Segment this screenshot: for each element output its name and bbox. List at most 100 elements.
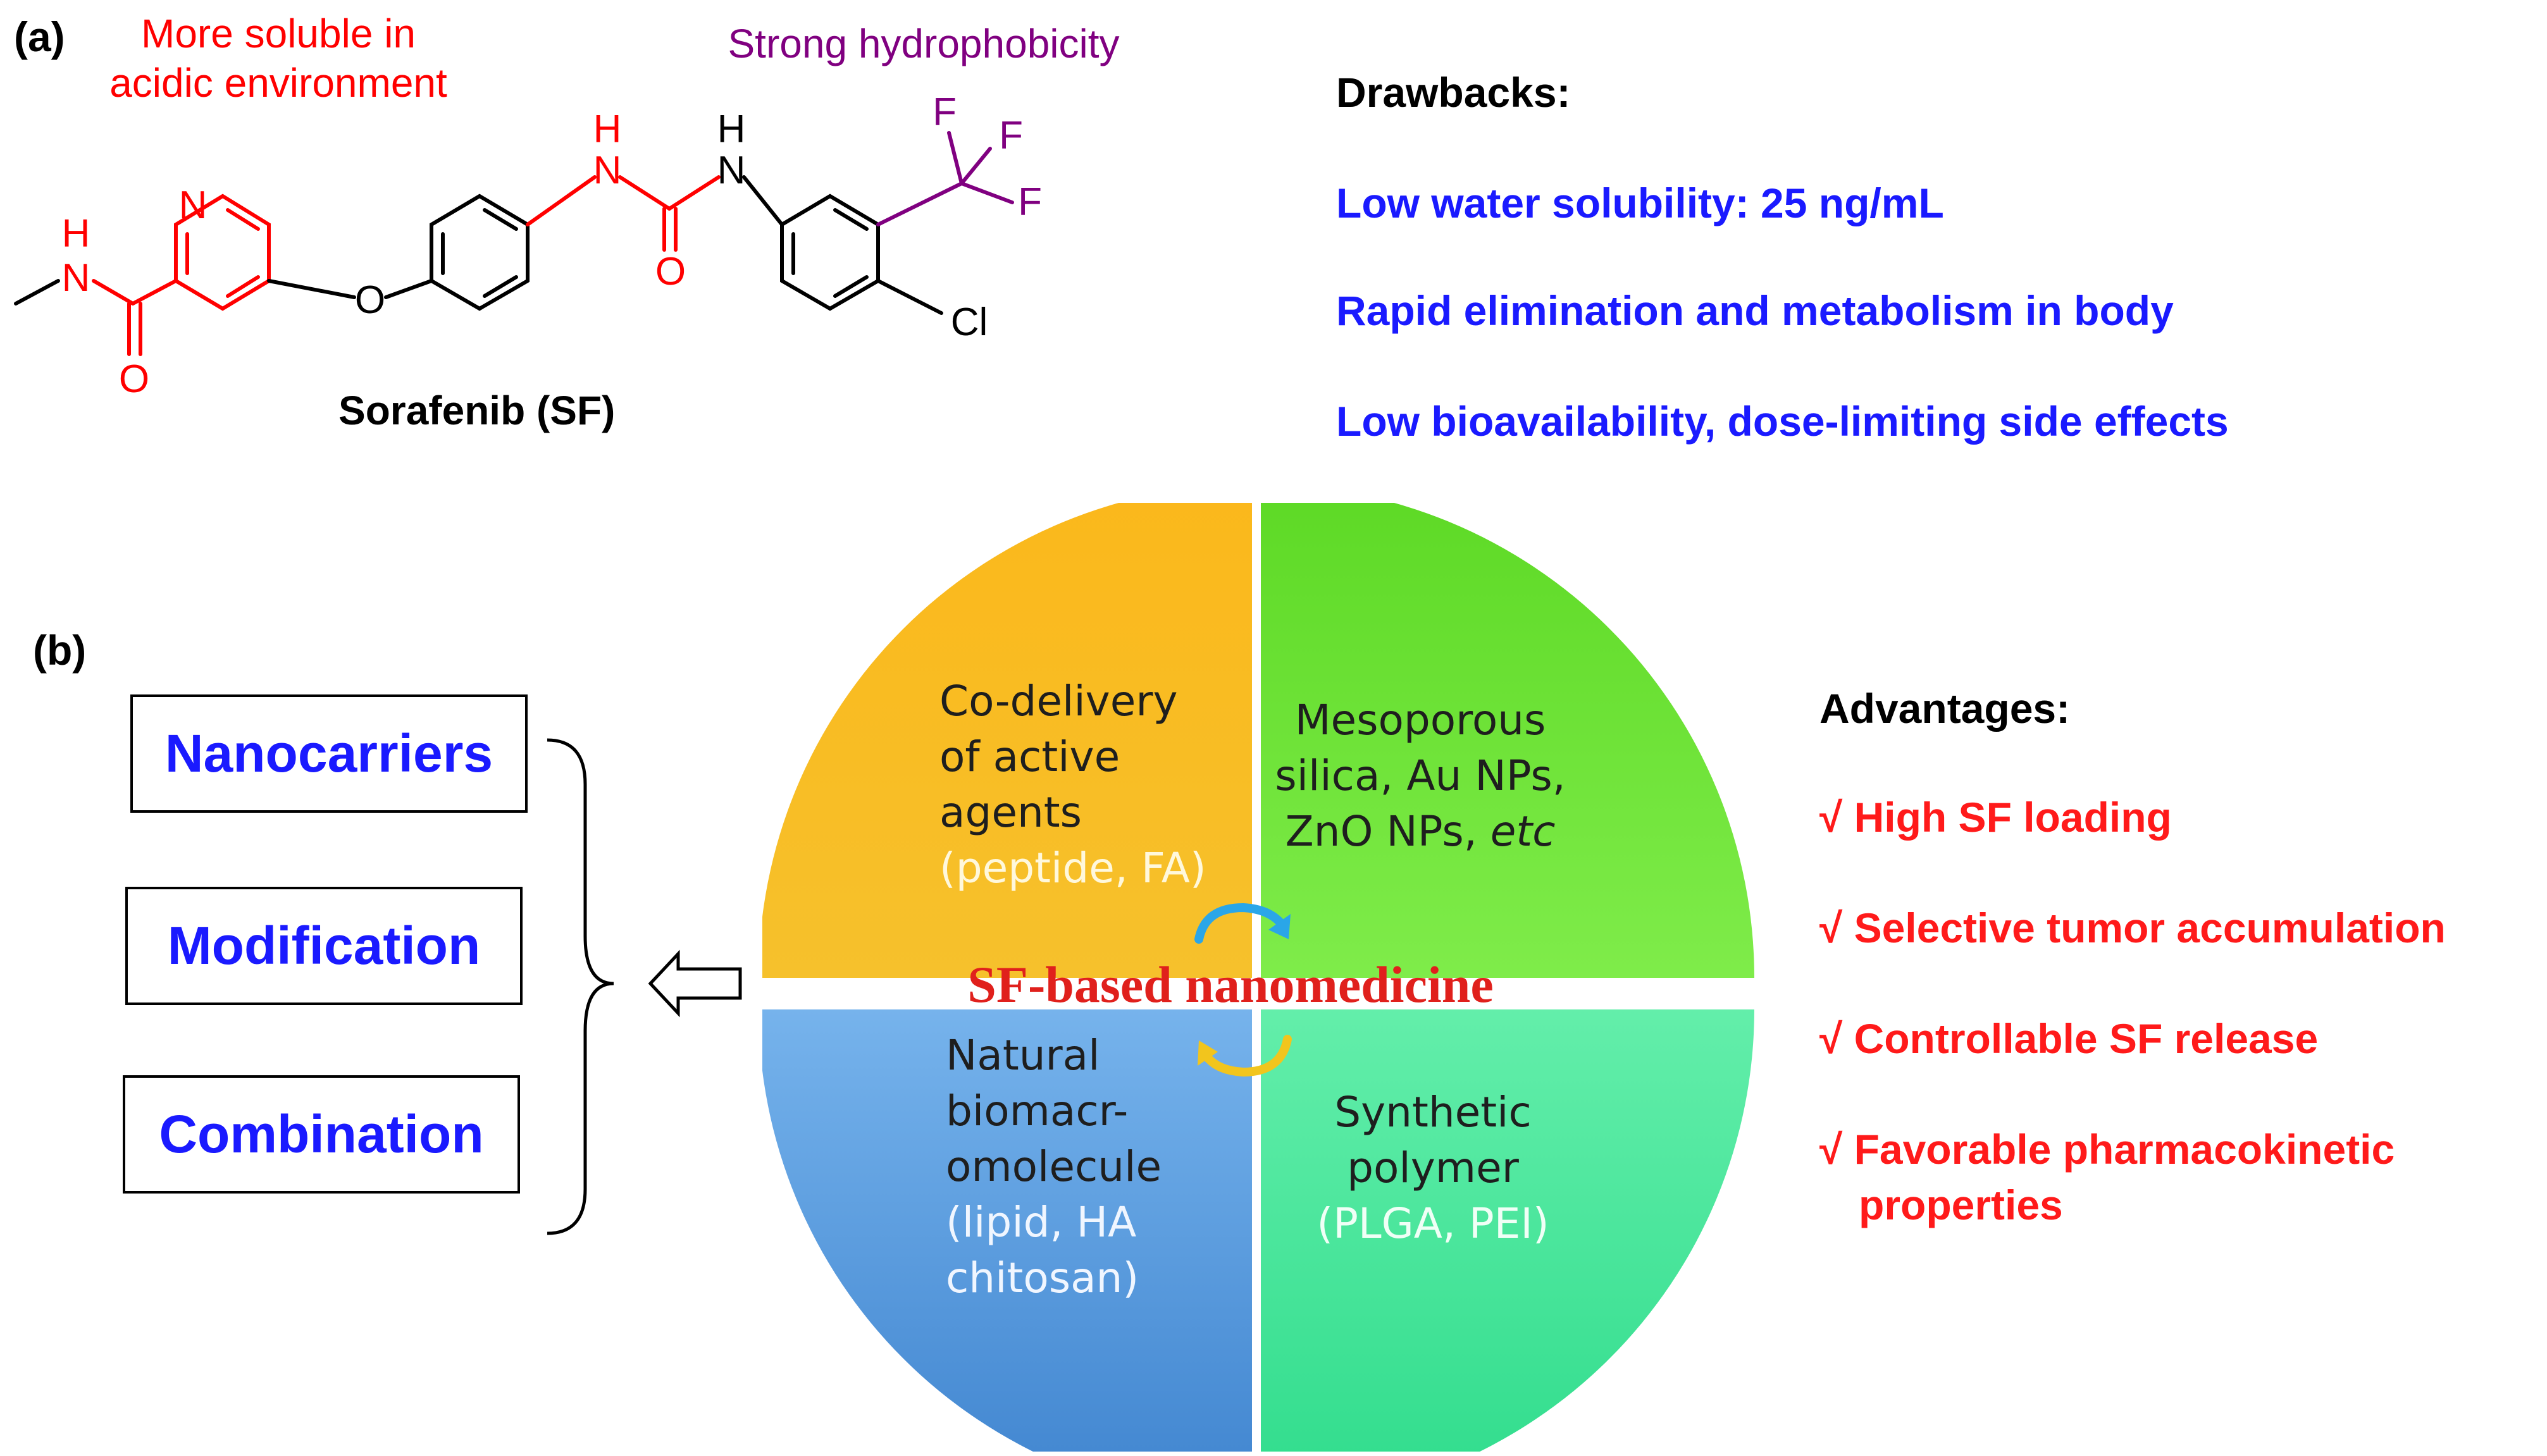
quadrant-top-left-sub: (peptide, FA) [939, 844, 1206, 892]
bond-nh-ring [742, 175, 784, 226]
pyridine-double-2 [226, 208, 260, 231]
quadrant-top-right-line-last: ZnO NPs, etc [1256, 804, 1585, 860]
atom-cl: Cl [951, 300, 988, 344]
atom-n-amide: N [62, 256, 90, 300]
quadrant-bottom-right-line: polymer [1347, 1144, 1519, 1192]
bond-nh-urea [618, 175, 671, 211]
cycle-arrow-top-icon [1194, 903, 1286, 944]
panel-b-label: (b) [33, 627, 87, 674]
nanomedicine-circle [762, 503, 1754, 1452]
annotation-acid-soluble-line2: acidic environment [109, 60, 447, 106]
annotation-hydrophobicity: Strong hydrophobicity [728, 21, 1120, 66]
advantage-text: Selective tumor accumulation [1854, 904, 2446, 951]
quadrant-bottom-right-line: Synthetic [1334, 1088, 1532, 1137]
advantage-item: √ High SF loading [1819, 789, 2172, 845]
nanocarriers-box: Nanocarriers [130, 694, 528, 813]
check-icon: √ [1819, 1015, 1843, 1062]
phenyl-double-3 [483, 275, 518, 298]
bond-cf3-f3 [960, 182, 1014, 204]
molecule-name: Sorafenib (SF) [338, 388, 616, 433]
atom-o-urea: O [655, 250, 686, 293]
modification-label: Modification [167, 916, 481, 975]
annotation-acid-soluble: More soluble in acidic environment [95, 9, 462, 108]
quadrant-bottom-left-line: biomacr- [946, 1087, 1129, 1135]
combination-label: Combination [159, 1104, 484, 1164]
atom-o-amide: O [119, 357, 149, 401]
advantage-text: Controllable SF release [1854, 1015, 2319, 1062]
quadrant-bottom-right-text: Synthetic polymer (PLGA, PEI) [1284, 1085, 1582, 1252]
advantage-item: √ Favorable pharmacokinetic properties [1819, 1121, 2395, 1233]
quadrant-top-left-line: agents [939, 788, 1082, 837]
quadrant-bottom-left-text: Natural biomacr- omolecule (lipid, HA ch… [946, 1028, 1162, 1306]
curly-brace [547, 738, 614, 1235]
pyridine-ring [174, 194, 271, 311]
brace-and-arrow [547, 738, 742, 1235]
sorafenib-structure: H N O N O H N O H N F F F Cl [14, 95, 1042, 401]
quadrant-top-right-line: silica, Au NPs, [1275, 751, 1566, 800]
atom-h-urea-1: H [593, 108, 622, 151]
quadrant-bottom-left-sub: (lipid, HA [946, 1198, 1137, 1247]
panel-a-label: (a) [14, 13, 65, 60]
quadrant-bottom-left-line: omolecule [946, 1142, 1162, 1191]
bond-ring-nh [526, 175, 597, 226]
atom-f-1: F [933, 95, 957, 134]
phenyl-ring [430, 194, 530, 311]
phenyl-double-2 [483, 208, 518, 231]
drawback-item: Low water solubility: 25 ng/mL [1336, 180, 1944, 226]
advantage-item: √ Selective tumor accumulation [1819, 900, 2446, 956]
quadrant-top-right-last: ZnO NPs, [1285, 807, 1490, 856]
cycle-arrowhead-top-icon [1268, 914, 1291, 939]
nanocarriers-label: Nanocarriers [164, 724, 493, 783]
check-icon: √ [1819, 794, 1843, 841]
advantage-text-cont: properties [1859, 1181, 2063, 1228]
modification-box: Modification [125, 887, 523, 1005]
drawbacks-title: Drawbacks: [1336, 69, 1571, 116]
quadrant-bottom-right [1261, 1009, 1754, 1452]
quadrant-bottom-left [762, 1009, 1252, 1452]
atom-n-urea-1: N [593, 149, 622, 192]
chlorophenyl-double-2 [833, 208, 869, 231]
bond-methyl [14, 279, 60, 305]
bond-nh-c [92, 279, 135, 305]
bond-c-ring [131, 279, 178, 305]
check-icon: √ [1819, 1126, 1843, 1173]
cycle-arrow-bottom-icon [1202, 1035, 1292, 1077]
quadrant-top-right-line: Mesoporous [1294, 696, 1546, 744]
quadrant-top-left-line: Co-delivery [939, 677, 1178, 725]
atom-n-pyridine: N [179, 183, 208, 227]
advantages-title: Advantages: [1819, 685, 2071, 732]
cycle-arrowhead-bottom-icon [1198, 1040, 1218, 1066]
atom-f-3: F [1018, 180, 1042, 224]
drawback-item: Low bioavailability, dose-limiting side … [1336, 398, 2229, 445]
chlorophenyl-ring [780, 194, 880, 311]
quadrant-top-right [1261, 503, 1754, 978]
atom-h-amide: H [62, 212, 90, 256]
atom-o-ether: O [355, 278, 385, 322]
bond-ring-cf3 [876, 182, 964, 226]
drawback-item: Rapid elimination and metabolism in body [1336, 287, 2174, 334]
atom-f-2: F [999, 114, 1023, 157]
advantage-text: High SF loading [1854, 794, 2172, 841]
combination-box: Combination [123, 1075, 520, 1194]
quadrant-top-left-line: of active [939, 732, 1120, 781]
check-icon: √ [1819, 904, 1843, 951]
pyridine-double-3 [226, 275, 260, 298]
advantage-item: √ Controllable SF release [1819, 1011, 2318, 1066]
quadrant-top-left [762, 503, 1252, 978]
quadrant-top-left-text: Co-delivery of active agents (peptide, F… [939, 674, 1206, 896]
bond-ring-cl [876, 279, 943, 315]
quadrant-bottom-left-sub: chitosan) [946, 1254, 1139, 1302]
atom-n-urea-2: N [717, 149, 746, 192]
quadrant-bottom-right-sub: (PLGA, PEI) [1317, 1199, 1549, 1248]
chlorophenyl-double-3 [833, 275, 869, 298]
center-label: SF-based nanomedicine [967, 956, 1494, 1013]
bond-urea-nh [667, 175, 721, 211]
quadrant-top-right-etc: etc [1490, 807, 1556, 856]
advantage-text: Favorable pharmacokinetic [1854, 1126, 2395, 1173]
left-arrow-icon [648, 949, 742, 1018]
bond-ring-o [267, 279, 356, 299]
quadrant-bottom-left-line: Natural [946, 1031, 1100, 1080]
annotation-acid-soluble-line1: More soluble in [141, 11, 416, 56]
bond-cf3-f1 [947, 131, 964, 185]
bond-o-ring [384, 279, 433, 299]
